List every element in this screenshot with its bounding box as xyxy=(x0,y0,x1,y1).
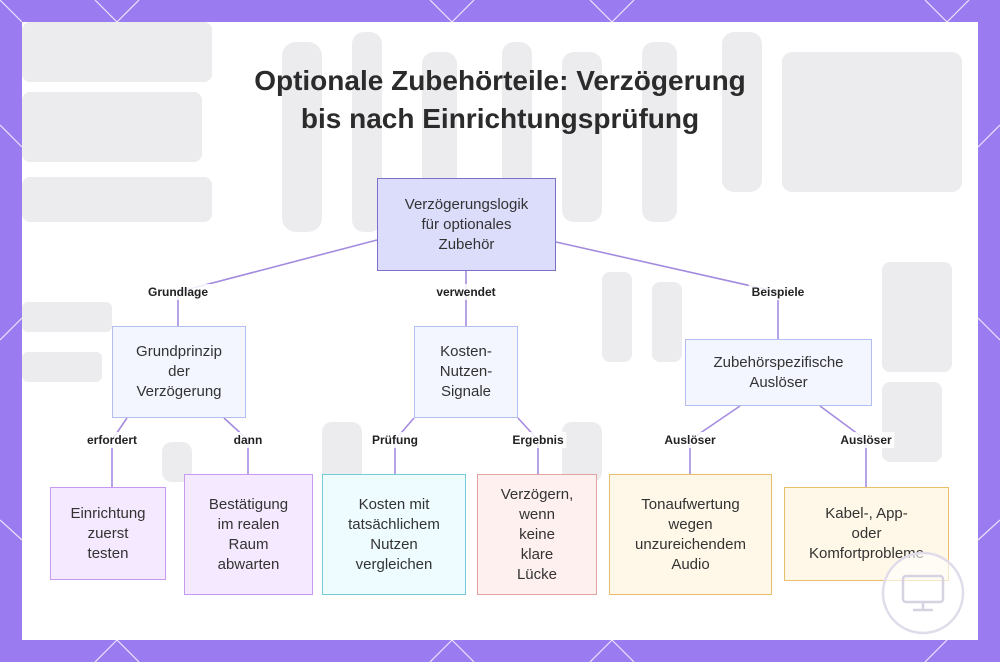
edge-label-grundlage: Grundlage xyxy=(144,284,212,300)
edge-label-beispiele: Beispiele xyxy=(748,284,808,300)
edge-label-verwendet: verwendet xyxy=(433,284,499,300)
node-kosten-signale: Kosten-Nutzen-Signale xyxy=(414,326,518,418)
title-line-2: bis nach Einrichtungsprüfung xyxy=(300,103,700,134)
edge-label-ausloeser-1: Auslöser xyxy=(661,432,719,448)
title-line-1: Optionale Zubehörteile: Verzögerung xyxy=(254,65,746,96)
diagram-title: Optionale Zubehörteile: Verzögerung bis … xyxy=(22,62,978,138)
edge-label-ergebnis: Ergebnis xyxy=(509,432,567,448)
edge-label-pruefung: Prüfung xyxy=(369,432,421,448)
edge-label-ausloeser-2: Auslöser xyxy=(837,432,895,448)
edge-root-ausloeser xyxy=(555,241,779,339)
edge-root-grundprinzip xyxy=(177,239,378,326)
edge-label-erfordert: erfordert xyxy=(83,432,141,448)
edge-label-dann: dann xyxy=(230,432,266,448)
edge-grundprinzip-einrichtung xyxy=(111,417,128,487)
tv-logo-icon xyxy=(881,551,965,635)
